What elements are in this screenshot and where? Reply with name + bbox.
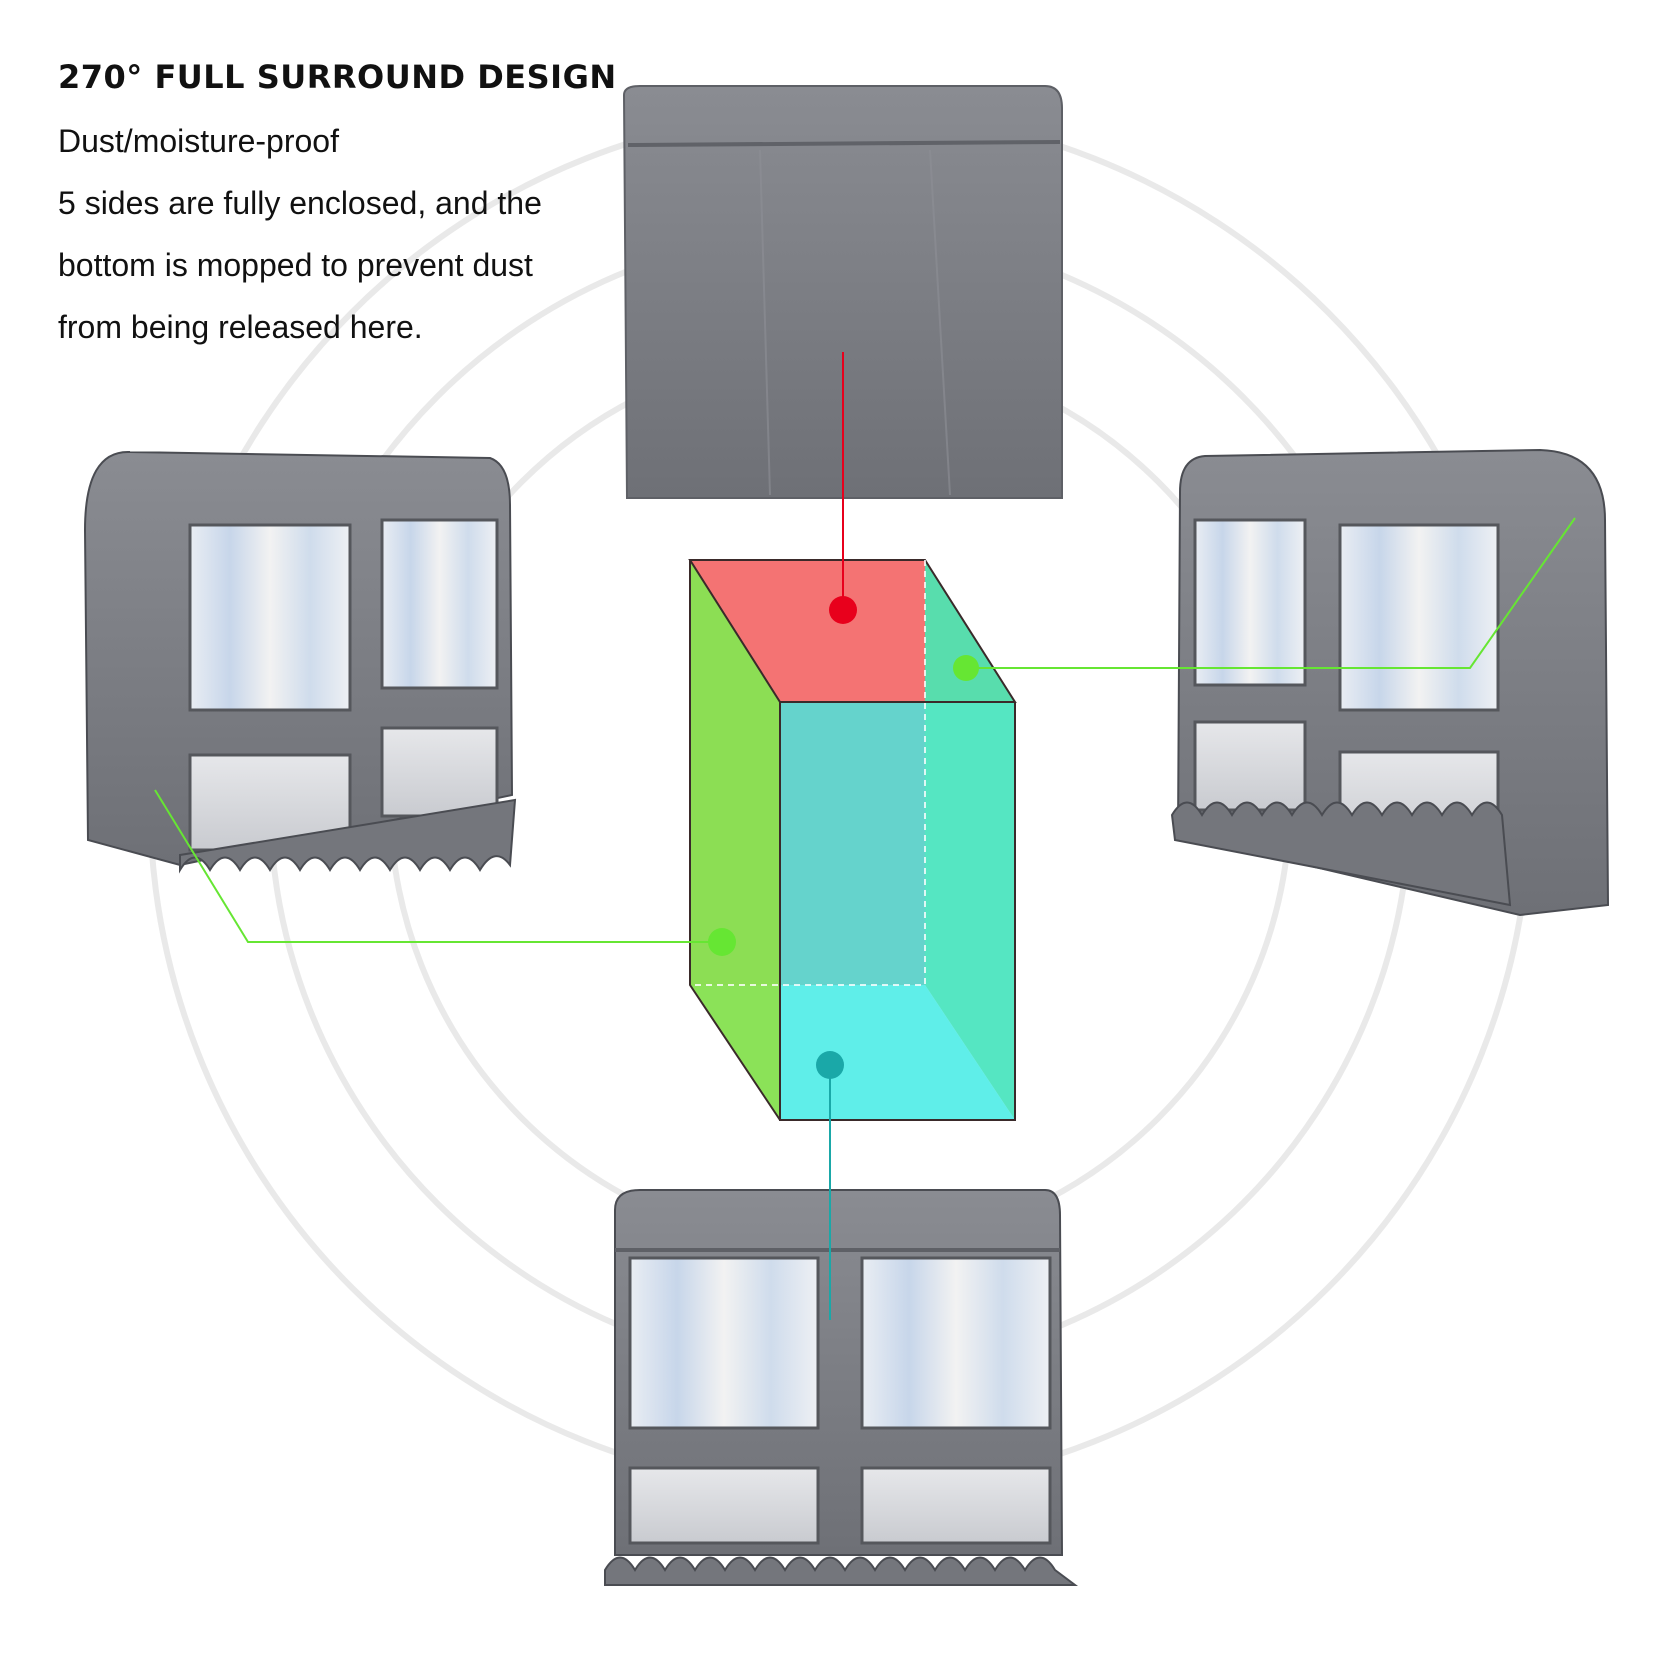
front-drawer-2 [860,1466,1052,1545]
right-window-2 [1338,523,1500,712]
front-window-2 [860,1256,1052,1430]
right-callout-line [966,517,1576,669]
front-window-1 [628,1256,820,1430]
right-marker-dot [953,655,979,681]
left-ruffle [179,798,517,874]
callout-lines [154,352,1576,1320]
front-drawer-1 [628,1466,820,1545]
right-face [925,560,1015,1120]
left-marker-dot [708,928,736,956]
front-ruffle [604,1556,1078,1586]
right-ruffle [1170,801,1512,907]
left-wardrobe-image [83,450,517,874]
description-line-4: from being released here. [58,309,423,345]
left-callout-line [154,789,722,943]
cyan-marker-dot [816,1051,844,1079]
top-cover-panel [622,85,1063,499]
right-wardrobe-image [1170,448,1610,917]
left-face [690,560,780,1120]
heading-text: 270° FULL SURROUND DESIGN [58,58,617,96]
red-marker-dot [829,596,857,624]
left-window-2 [380,518,499,690]
right-window-1 [1193,518,1307,687]
top-cover-seam [627,140,1061,147]
front-wardrobe-image [604,1189,1078,1586]
description-block: 270° FULL SURROUND DESIGN Dust/moisture-… [58,58,658,358]
front-face [780,702,1015,1120]
description-line-1: Dust/moisture-proof [58,123,339,159]
description-line-2: 5 sides are fully enclosed, and the [58,185,542,221]
right-drawer-1 [1193,720,1307,812]
box-edges [688,559,1017,1121]
top-cover-image [622,85,1063,499]
description-line-3: bottom is mopped to prevent dust [58,247,533,283]
left-window-1 [188,523,352,712]
top-cover-fold [759,149,951,496]
left-drawer-2 [380,726,499,818]
box-diagram [688,559,1017,1121]
